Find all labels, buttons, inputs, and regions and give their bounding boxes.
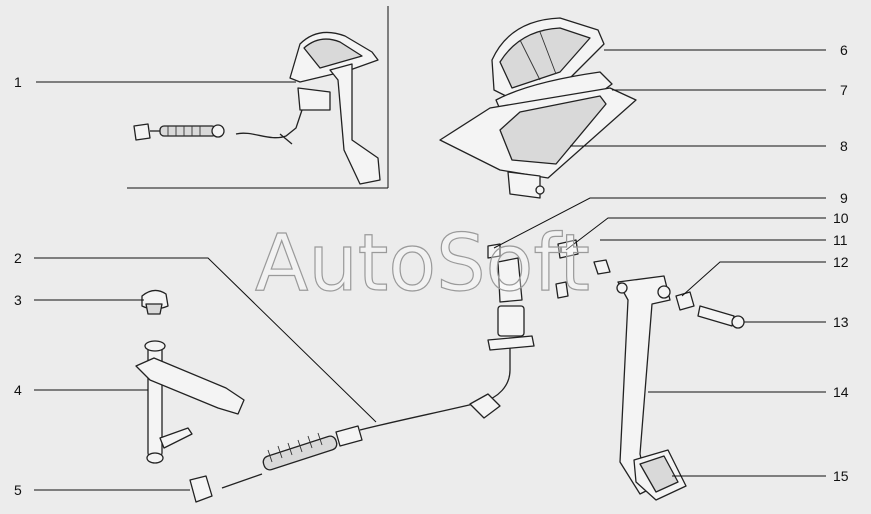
callout-12: 12 <box>833 254 849 270</box>
callout-15: 15 <box>833 468 849 484</box>
callout-1: 1 <box>14 74 22 90</box>
callout-4: 4 <box>14 382 22 398</box>
release-fork <box>135 289 245 503</box>
callout-11: 11 <box>833 232 848 248</box>
callout-labels: 1 2 3 4 5 6 7 8 9 10 11 12 13 14 15 <box>14 42 849 498</box>
callout-10: 10 <box>833 210 849 226</box>
callout-8: 8 <box>840 138 848 154</box>
pedal-boot-and-bracket <box>439 17 637 199</box>
callout-9: 9 <box>840 190 848 206</box>
callout-13: 13 <box>833 314 849 330</box>
watermark: AutoSoft <box>255 219 590 309</box>
callout-5: 5 <box>14 482 22 498</box>
inset-pedal-assembly <box>133 31 381 185</box>
callout-2: 2 <box>14 250 22 266</box>
callout-6: 6 <box>840 42 848 58</box>
callout-14: 14 <box>833 384 849 400</box>
clutch-pedal <box>487 239 745 501</box>
clutch-cable <box>221 257 535 489</box>
inset-frame <box>127 6 389 189</box>
leader-lines <box>34 49 826 491</box>
callout-7: 7 <box>840 82 848 98</box>
callout-3: 3 <box>14 292 22 308</box>
